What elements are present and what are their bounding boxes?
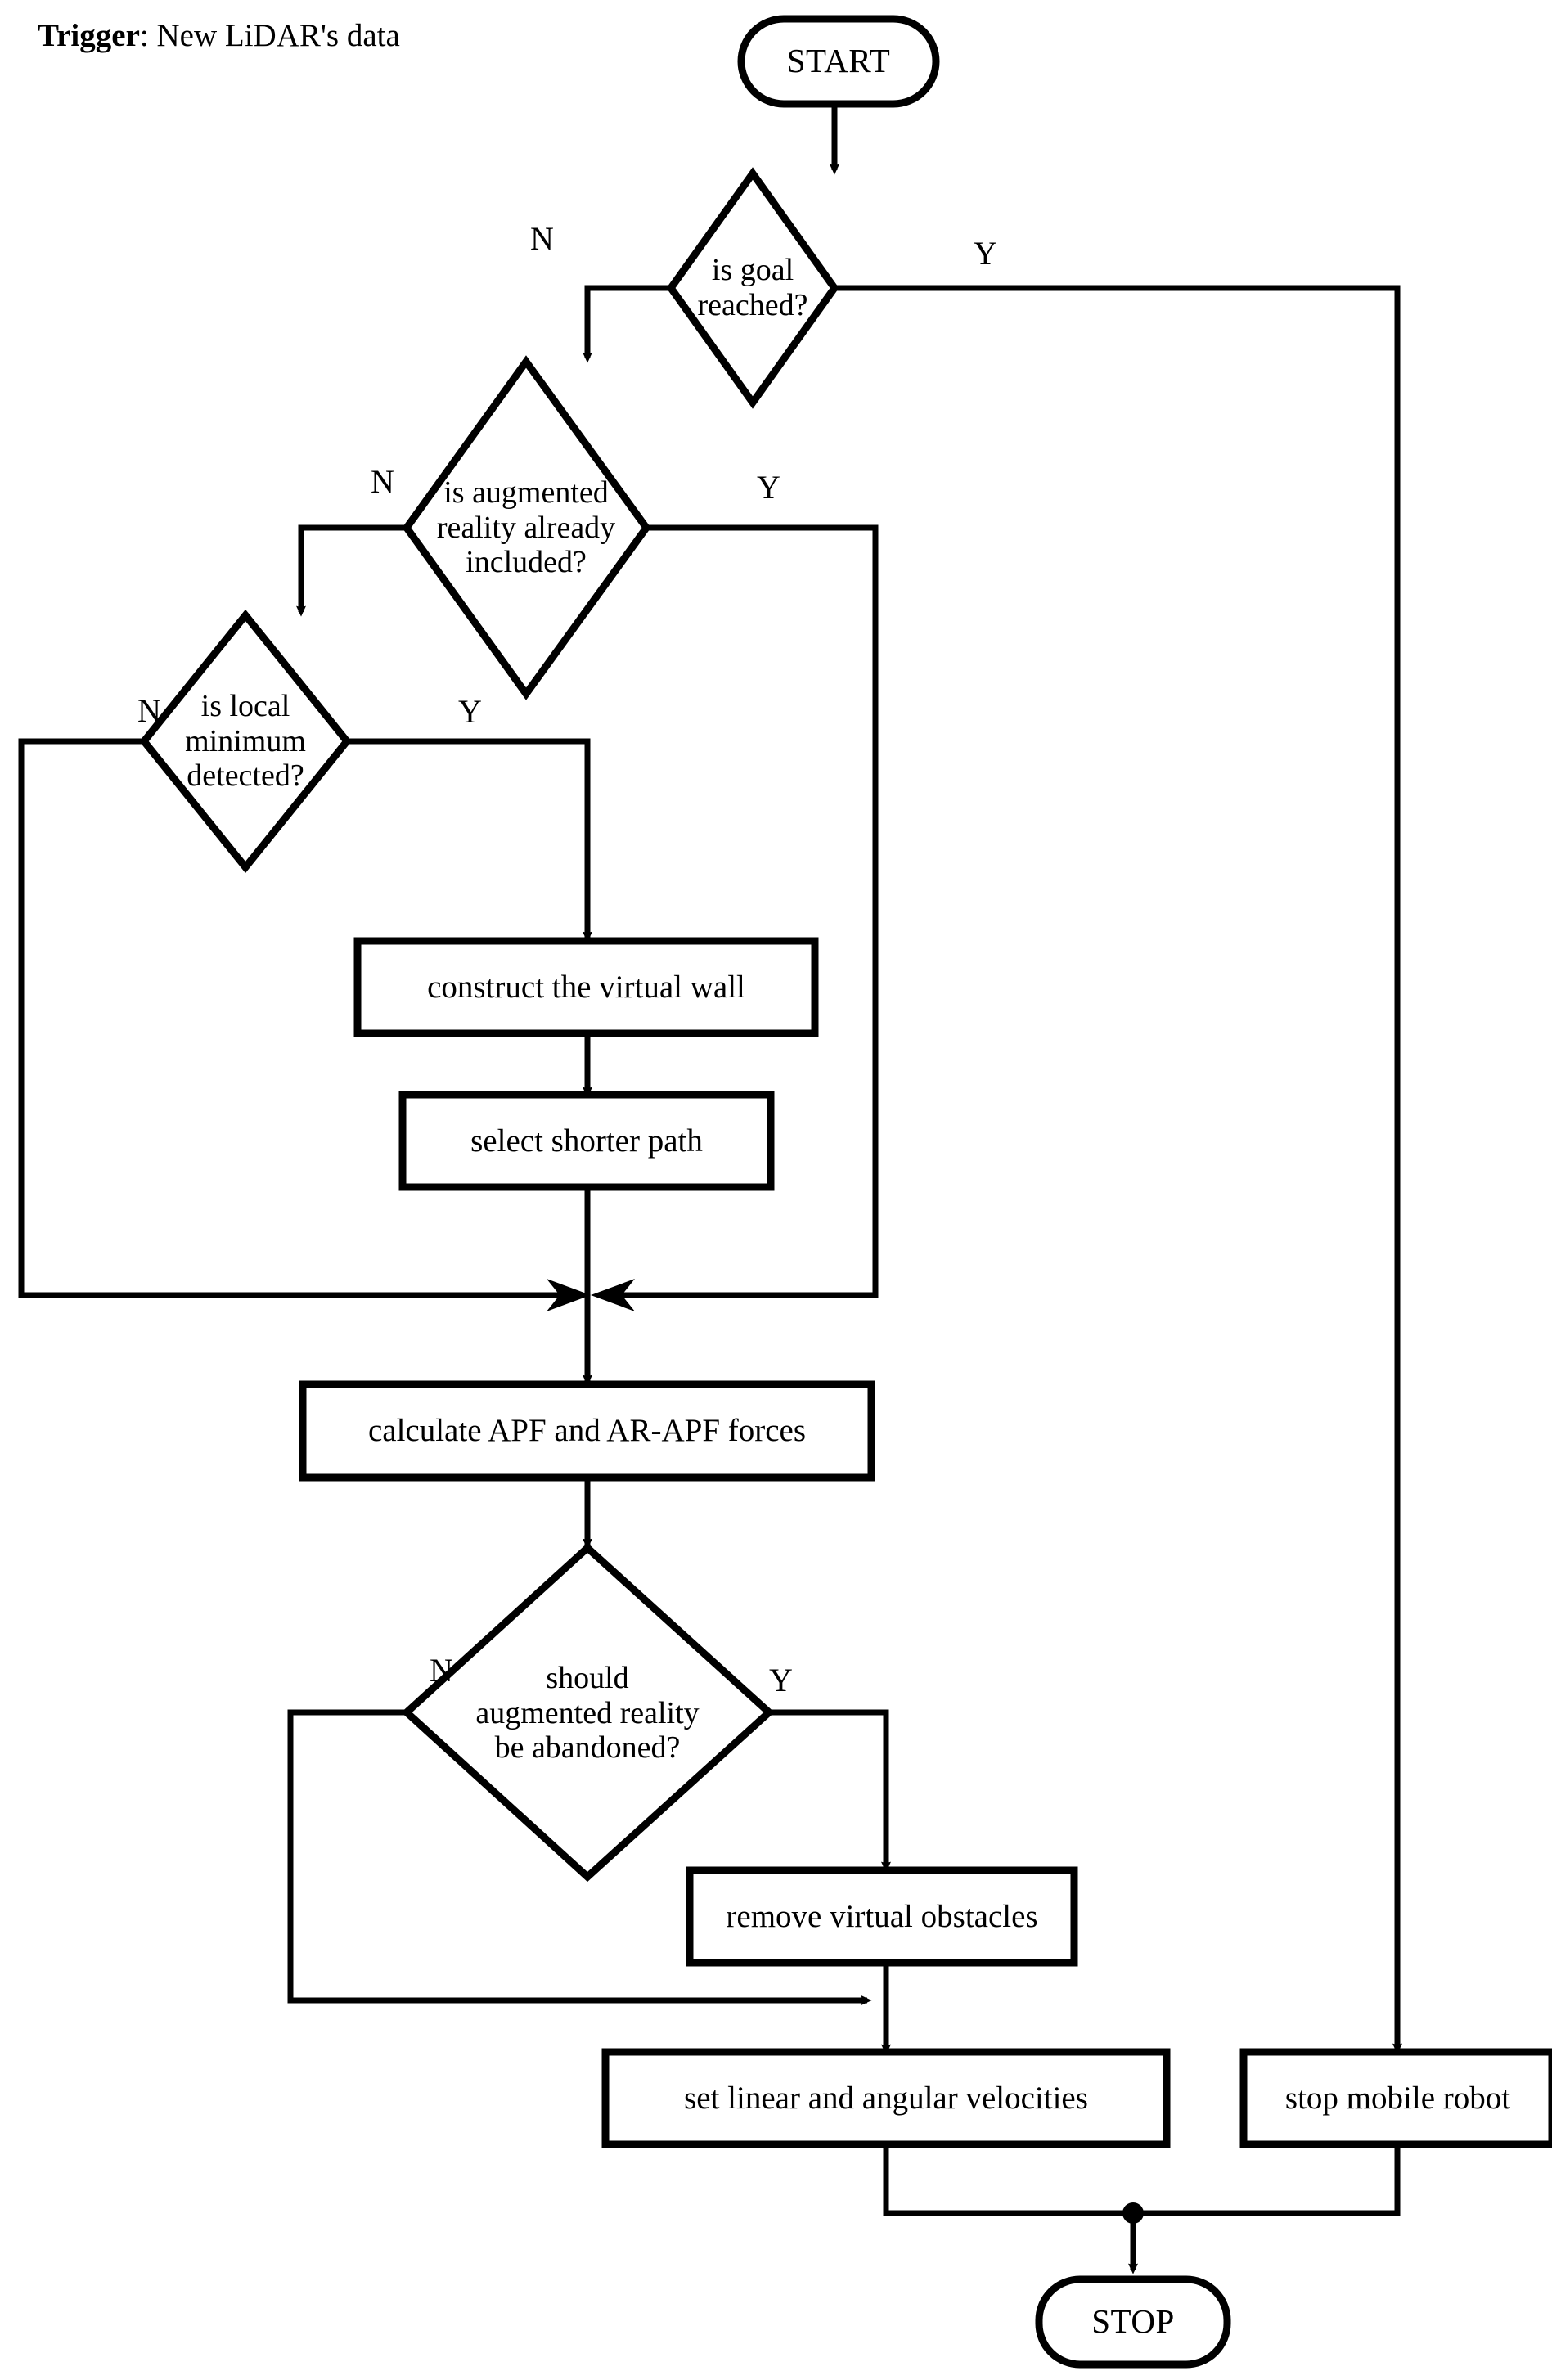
branch-label-ar-included-no: N [371,463,394,500]
stop-terminator-shape [1035,2275,1231,2369]
remove-obstacles-process-shape [686,1866,1078,1967]
trigger-caption: Trigger: New LiDAR's data [38,17,400,54]
ar-abandoned-decision-shape [401,1542,775,1883]
branch-label-goal-reached-yes: Y [974,235,997,272]
ar-included-decision-shape [402,355,651,700]
local-minimum-decision-shape [139,609,352,874]
branch-label-ar-abandoned-yes: Y [769,1662,793,1698]
trigger-value: : New LiDAR's data [139,18,400,53]
branch-label-goal-reached-no: N [530,220,554,257]
branch-label-local-minimum-yes: Y [458,693,482,730]
set-velocities-process-shape [601,2048,1171,2148]
calculate-forces-process-shape [299,1380,875,1482]
branch-label-local-minimum-no: N [137,692,161,729]
goal-reached-decision-shape [666,167,839,409]
construct-wall-process-shape [353,937,819,1037]
stop-junction-dot [1122,2202,1144,2224]
branch-label-ar-abandoned-no: N [430,1652,453,1689]
trigger-label: Trigger [38,18,140,53]
merge-junction-arrowheads [547,1279,635,1311]
stop-robot-process-shape [1239,2048,1552,2148]
start-terminator-shape [737,15,940,108]
branch-label-ar-included-yes: Y [757,469,780,506]
select-path-process-shape [398,1091,775,1191]
